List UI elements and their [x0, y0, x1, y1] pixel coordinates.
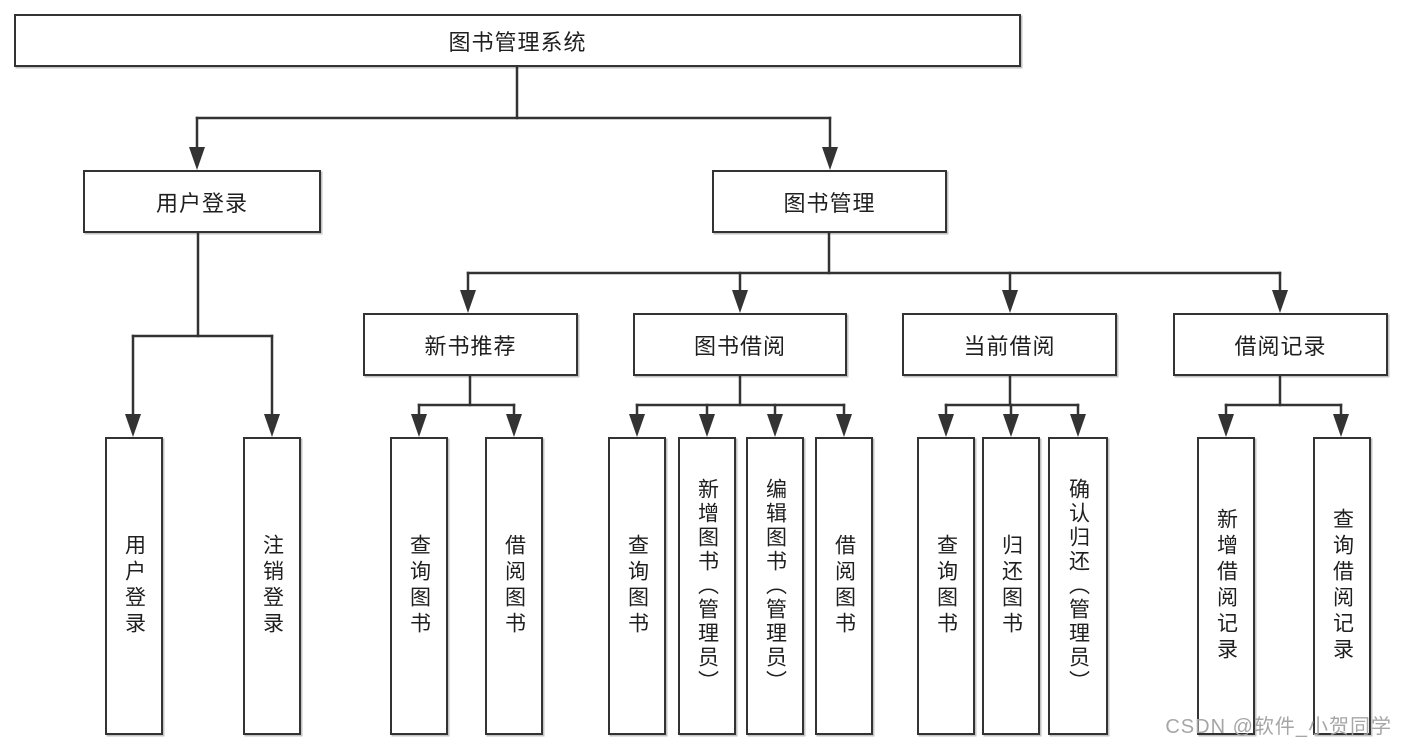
- leaf-borrow-books-label: 借阅图书: [832, 534, 856, 638]
- leaf-return-books-label: 归还图书: [999, 534, 1023, 638]
- leaf-add-borrow-record: 新增借阅记录: [1197, 437, 1255, 735]
- leaf-borrow-books: 借阅图书: [815, 437, 873, 735]
- leaf-borrow-books-recommend-label: 借阅图书: [502, 534, 526, 638]
- node-borrow-records-label: 借阅记录: [1234, 333, 1327, 359]
- csdn-watermark: CSDN @软件_小贺同学: [1165, 716, 1392, 738]
- branch-book-management-label: 图书管理: [783, 190, 876, 216]
- root-node: 图书管理系统: [14, 14, 1021, 67]
- leaf-query-books-borrow: 查询图书: [608, 437, 666, 735]
- leaf-add-books-admin: 新增图书（管理员）: [678, 437, 736, 735]
- leaf-add-borrow-record-label: 新增借阅记录: [1214, 508, 1238, 664]
- leaf-add-books-admin-label: 新增图书（管理员）: [695, 478, 719, 694]
- node-borrow-records: 借阅记录: [1173, 313, 1388, 376]
- node-current-borrow-label: 当前借阅: [963, 333, 1056, 359]
- leaf-query-books-current-label: 查询图书: [934, 534, 958, 638]
- leaf-borrow-books-recommend: 借阅图书: [485, 437, 543, 735]
- node-book-borrow: 图书借阅: [633, 313, 847, 376]
- branch-user-login-node: 用户登录: [83, 170, 321, 233]
- branch-user-login-label: 用户登录: [155, 190, 248, 216]
- node-book-borrow-label: 图书借阅: [693, 333, 786, 359]
- leaf-confirm-return-admin: 确认归还（管理员）: [1048, 437, 1108, 735]
- leaf-query-books-recommend: 查询图书: [390, 437, 448, 735]
- leaf-edit-books-admin: 编辑图书（管理员）: [746, 437, 804, 735]
- leaf-logout-login: 注销登录: [243, 437, 301, 735]
- leaf-logout-login-label: 注销登录: [260, 534, 284, 638]
- node-new-book-recommend-label: 新书推荐: [424, 333, 517, 359]
- leaf-query-books-current: 查询图书: [917, 437, 975, 735]
- leaf-edit-books-admin-label: 编辑图书（管理员）: [763, 478, 787, 694]
- leaf-user-login-label: 用户登录: [122, 534, 146, 638]
- leaf-query-books-borrow-label: 查询图书: [625, 534, 649, 638]
- node-new-book-recommend: 新书推荐: [363, 313, 578, 376]
- leaf-query-borrow-record: 查询借阅记录: [1313, 437, 1371, 735]
- leaf-return-books: 归还图书: [982, 437, 1040, 735]
- leaf-query-borrow-record-label: 查询借阅记录: [1330, 508, 1354, 664]
- node-current-borrow: 当前借阅: [902, 313, 1117, 376]
- branch-book-management-node: 图书管理: [712, 170, 947, 233]
- leaf-confirm-return-admin-label: 确认归还（管理员）: [1066, 478, 1090, 694]
- leaf-query-books-recommend-label: 查询图书: [407, 534, 431, 638]
- leaf-user-login: 用户登录: [105, 437, 163, 735]
- root-node-label: 图书管理系统: [448, 29, 587, 55]
